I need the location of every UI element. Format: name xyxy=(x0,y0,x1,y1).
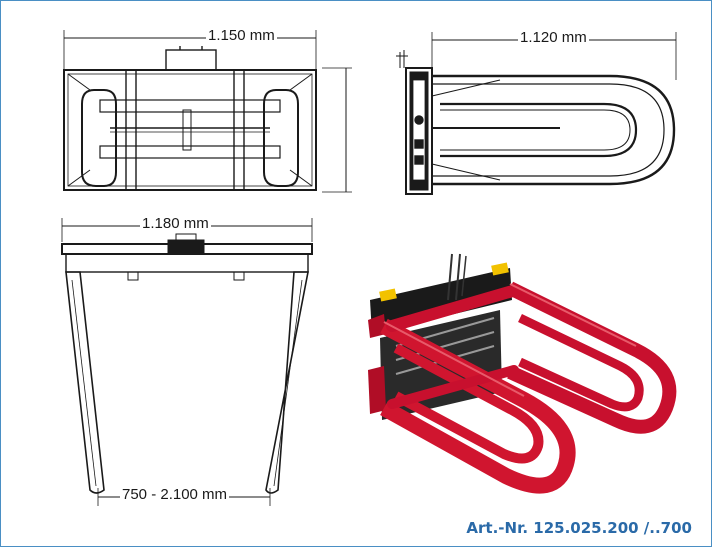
front-view-width-label: 1.180 mm xyxy=(140,215,211,233)
arm-range-label: 750 - 2.100 mm xyxy=(120,486,230,504)
top-view-drawing xyxy=(63,30,352,193)
article-number: Art.-Nr. 125.025.200 /..700 xyxy=(466,519,692,537)
bale-clamp-product-image xyxy=(368,253,677,494)
side-view-drawing xyxy=(396,32,677,195)
top-view-width-label: 1.150 mm xyxy=(206,27,277,45)
side-view-length-label: 1.120 mm xyxy=(518,29,589,47)
front-view-drawing xyxy=(61,218,313,506)
